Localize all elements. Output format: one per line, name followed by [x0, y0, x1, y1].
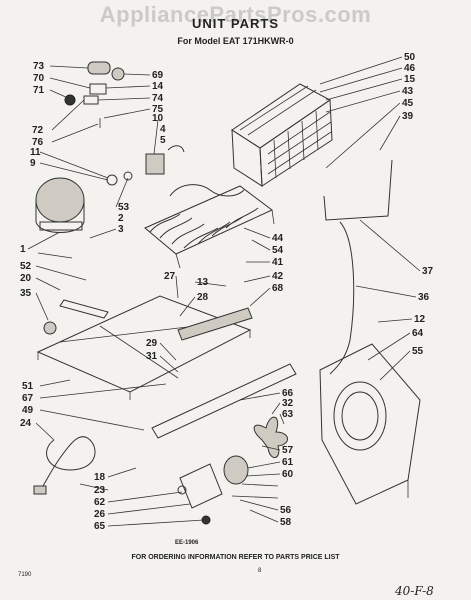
callout-23: 23: [94, 485, 106, 496]
diagram-subtitle: For Model EAT 171HKWR-0: [177, 36, 294, 46]
callout-49: 49: [22, 405, 34, 416]
leader-lines: [27, 56, 421, 527]
callout-43: 43: [402, 86, 414, 97]
compressor: [35, 177, 85, 233]
callout-12: 12: [414, 314, 426, 325]
callout-56: 56: [280, 505, 292, 516]
callout-37: 37: [422, 266, 434, 277]
callout-labels: 73 70 71 69 14 74 75 72 76 10 4 5 11 9 5…: [20, 52, 434, 532]
callout-66: 66: [282, 388, 294, 399]
callout-32: 32: [282, 398, 294, 409]
tubing: [323, 159, 393, 221]
callout-10: 10: [152, 113, 164, 124]
callout-57: 57: [282, 445, 294, 456]
callout-36: 36: [418, 292, 430, 303]
callout-35: 35: [20, 288, 32, 299]
tubing: [329, 221, 355, 375]
plug: [33, 485, 47, 495]
callout-13: 13: [197, 277, 209, 288]
drawing-number: EE-1906: [175, 540, 199, 546]
page-number: 8: [258, 568, 262, 574]
callout-58: 58: [280, 517, 292, 528]
wiring-harness: [39, 436, 96, 491]
callout-41: 41: [272, 257, 284, 268]
callout-9: 9: [30, 158, 36, 169]
callout-2: 2: [118, 213, 124, 224]
ordering-info-footer: FOR ORDERING INFORMATION REFER TO PARTS …: [131, 554, 340, 561]
callout-61: 61: [282, 457, 294, 468]
callout-50: 50: [404, 52, 416, 63]
callout-76: 76: [32, 137, 44, 148]
callout-1: 1: [20, 244, 26, 255]
fan-shroud: [319, 343, 421, 505]
callout-5: 5: [160, 135, 166, 146]
callout-20: 20: [20, 273, 32, 284]
condenser-coil: [144, 184, 275, 269]
callout-27: 27: [164, 271, 176, 282]
callout-75: 75: [152, 104, 164, 115]
handwritten-note: 40-F-8: [395, 584, 434, 598]
callout-64: 64: [412, 328, 424, 339]
callout-63: 63: [282, 409, 294, 420]
callout-72: 72: [32, 125, 44, 136]
callout-24: 24: [20, 418, 32, 429]
drier: [177, 307, 253, 341]
callout-14: 14: [152, 81, 164, 92]
callout-70: 70: [33, 73, 45, 84]
callout-69: 69: [152, 70, 164, 81]
callout-54: 54: [272, 245, 284, 256]
callout-18: 18: [94, 472, 106, 483]
fan-motor-assembly: [177, 416, 288, 525]
diagram-title: UNIT PARTS: [191, 16, 280, 31]
page-code: 7190: [18, 572, 32, 578]
callout-52: 52: [20, 261, 32, 272]
callout-15: 15: [404, 74, 416, 85]
callout-67: 67: [22, 393, 34, 404]
base-frame: [36, 295, 252, 400]
callout-65: 65: [94, 521, 106, 532]
callout-51: 51: [22, 381, 34, 392]
top-left-parts: [64, 61, 185, 186]
callout-60: 60: [282, 469, 294, 480]
callout-74: 74: [152, 93, 164, 104]
callout-11: 11: [30, 147, 41, 158]
evaporator-coil: [231, 83, 333, 187]
callout-28: 28: [197, 292, 209, 303]
callout-39: 39: [402, 111, 414, 122]
callout-73: 73: [33, 61, 45, 72]
callout-44: 44: [272, 233, 284, 244]
callout-42: 42: [272, 271, 284, 282]
callout-3: 3: [118, 224, 124, 235]
fan-bracket-bar: [151, 363, 297, 439]
callout-55: 55: [412, 346, 424, 357]
callout-68: 68: [272, 283, 284, 294]
callout-26: 26: [94, 509, 106, 520]
callout-53: 53: [118, 202, 130, 213]
callout-31: 31: [146, 351, 158, 362]
callout-4: 4: [160, 124, 166, 135]
watermark: AppliancePartsPros.com: [99, 2, 372, 27]
callout-46: 46: [404, 63, 416, 74]
callout-45: 45: [402, 98, 414, 109]
callout-71: 71: [33, 85, 45, 96]
callout-29: 29: [146, 338, 158, 349]
callout-62: 62: [94, 497, 106, 508]
